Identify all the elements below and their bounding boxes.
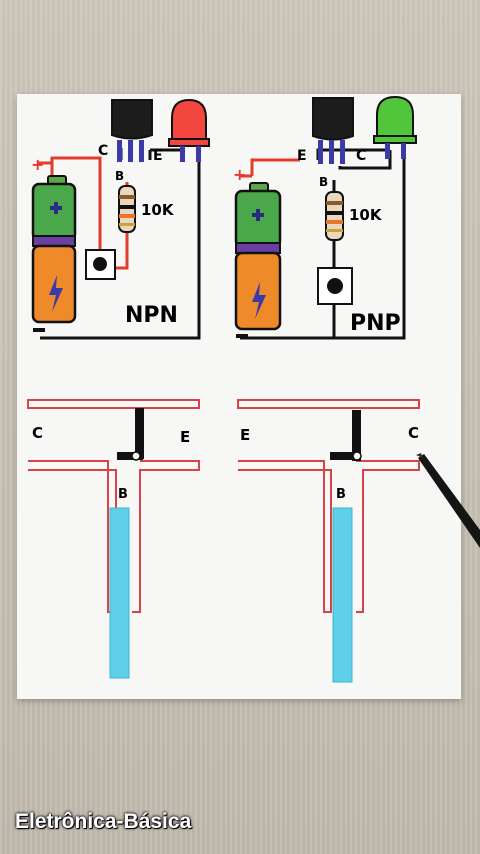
pnp-plus-sign: + — [233, 165, 246, 184]
npn-transistor-icon — [111, 99, 153, 162]
npn-resistor-icon — [118, 185, 136, 233]
npn-top-channel — [27, 399, 200, 409]
npn-emitter-label: E — [153, 148, 163, 164]
pnp-collector-label: C — [356, 148, 366, 164]
npn-water-model: C E B — [27, 399, 200, 679]
npn-battery-icon — [31, 175, 77, 324]
npn-water-column — [110, 508, 129, 678]
npn-model-left-label: C — [32, 424, 43, 442]
marker-pen-icon — [416, 453, 480, 548]
pnp-model-left-label: E — [240, 426, 250, 444]
pnp-battery-icon — [234, 182, 282, 331]
pnp-gate-lever — [352, 410, 361, 461]
pnp-wire-red — [240, 158, 300, 178]
npn-base-label: B — [115, 169, 124, 183]
pnp-title: PNP — [350, 311, 401, 336]
pnp-resistor-label: 10K — [349, 206, 383, 224]
pnp-circuit: + E C B 10K — [233, 95, 417, 340]
npn-gate-lever — [135, 408, 144, 459]
pnp-resistor-icon — [325, 191, 344, 241]
npn-model-base-label: B — [118, 487, 128, 502]
npn-title: NPN — [125, 303, 178, 328]
pnp-transistor-icon — [312, 97, 354, 164]
npn-model-right-label: E — [180, 428, 190, 446]
pnp-minus-sign — [236, 334, 248, 338]
npn-collector-label: C — [98, 143, 108, 159]
pnp-gate-pivot — [352, 451, 362, 461]
npn-led-icon — [168, 98, 210, 162]
pnp-water-model: E C B — [237, 399, 420, 683]
pnp-t-channel — [238, 460, 420, 613]
watermark-caption: Eletrônica-Básica — [15, 810, 192, 833]
npn-minus-sign — [33, 328, 45, 332]
npn-gate-pivot — [131, 451, 141, 461]
pnp-model-right-label: C — [408, 424, 419, 442]
pnp-model-base-label: B — [336, 487, 346, 502]
pnp-push-button-icon — [317, 267, 353, 305]
pnp-water-column — [333, 508, 352, 682]
pnp-base-label: B — [319, 175, 328, 189]
npn-plus-sign: + — [31, 155, 44, 174]
pnp-emitter-label: E — [297, 148, 307, 164]
npn-resistor-label: 10K — [141, 201, 175, 219]
pnp-led-icon — [373, 95, 417, 159]
npn-circuit: + C E B — [31, 98, 210, 340]
npn-wire-red — [38, 156, 102, 250]
pnp-top-channel — [237, 399, 420, 409]
npn-push-button-icon — [85, 249, 116, 280]
